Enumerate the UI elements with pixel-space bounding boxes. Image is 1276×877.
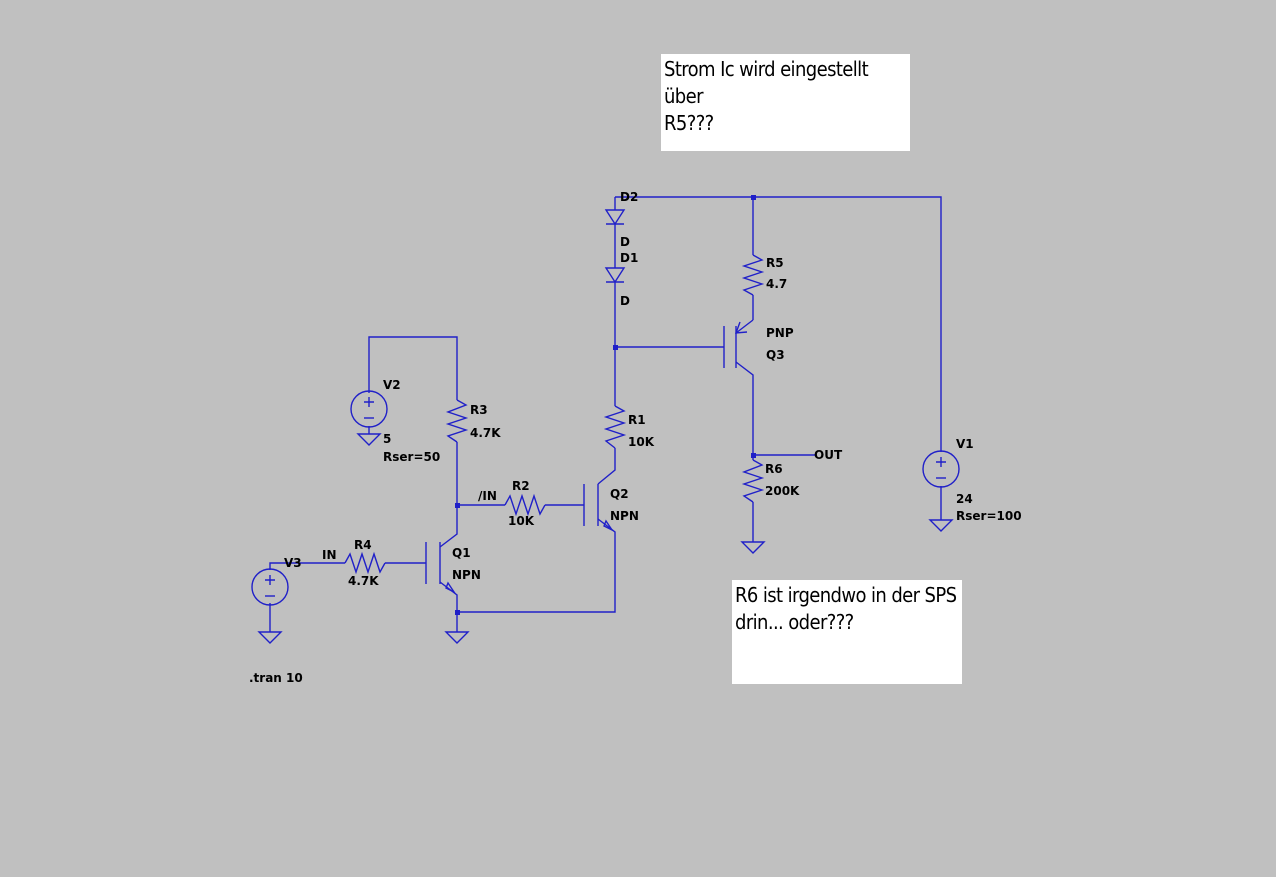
r4-value-label: 4.7K: [348, 574, 379, 588]
ground-r6-icon: [740, 541, 766, 554]
diode-d1-symbol[interactable]: [604, 267, 626, 284]
v2-name-label: V2: [383, 378, 401, 392]
resistor-r6-symbol[interactable]: [741, 459, 765, 503]
q3-name-label: Q3: [766, 348, 785, 362]
v2-value-label: 5: [383, 432, 391, 446]
d2-value-label: D: [620, 235, 630, 249]
ground-q1-icon: [444, 631, 470, 644]
voltage-source-v3-symbol[interactable]: [251, 568, 289, 606]
diode-d2-symbol[interactable]: [604, 209, 626, 226]
ground-v1-icon: [928, 519, 954, 532]
r3-value-label: 4.7K: [470, 426, 501, 440]
q2-model-label: NPN: [610, 509, 639, 523]
r1-name-label: R1: [628, 413, 646, 427]
q1-name-label: Q1: [452, 546, 471, 560]
voltage-source-v2-symbol[interactable]: [350, 390, 388, 428]
note-top-line-2: R5???: [664, 111, 714, 135]
v3-name-label: V3: [284, 556, 302, 570]
transistor-q3-symbol[interactable]: [723, 321, 748, 368]
v1-rser-label: Rser=100: [956, 509, 1022, 523]
tran-directive: .tran 10: [249, 671, 303, 685]
d1-value-label: D: [620, 294, 630, 308]
resistor-r3-symbol[interactable]: [445, 399, 469, 443]
q2-name-label: Q2: [610, 487, 629, 501]
resistor-r2-symbol[interactable]: [504, 493, 546, 517]
r3-name-label: R3: [470, 403, 488, 417]
v1-name-label: V1: [956, 437, 974, 451]
r6-value-label: 200K: [765, 484, 800, 498]
r2-value-label: 10K: [508, 514, 535, 528]
nin-net-label: /IN: [478, 489, 497, 503]
resistor-r5-symbol[interactable]: [741, 254, 765, 296]
q1-model-label: NPN: [452, 568, 481, 582]
note-top-line-1: Strom Ic wird eingestellt über: [664, 57, 874, 108]
comment-note-top[interactable]: Strom Ic wird eingestellt über R5???: [661, 54, 910, 151]
component-labels: D2 D D1 D R5 4.7 PNP Q3 R1 10K OUT R6 20…: [249, 190, 1022, 685]
d1-name-label: D1: [620, 251, 638, 265]
out-net-label: OUT: [814, 448, 843, 462]
transistor-q1-symbol[interactable]: [425, 542, 457, 594]
d2-name-label: D2: [620, 190, 638, 204]
r2-name-label: R2: [512, 479, 530, 493]
comment-note-bottom[interactable]: R6 ist irgendwo in der SPS drin... oder?…: [732, 580, 962, 684]
voltage-source-v1-symbol[interactable]: [922, 450, 960, 488]
note-bottom-line-2: drin... oder???: [735, 610, 854, 634]
ground-v2-icon: [356, 433, 382, 446]
note-bottom-line-1: R6 ist irgendwo in der SPS: [735, 583, 957, 607]
q3-model-label: PNP: [766, 326, 794, 340]
r5-value-label: 4.7: [766, 277, 787, 291]
v1-value-label: 24: [956, 492, 973, 506]
resistor-r4-symbol[interactable]: [344, 551, 386, 575]
junction-dots: [455, 195, 756, 615]
ground-v3-icon: [257, 631, 283, 644]
in-net-label: IN: [322, 548, 337, 562]
transistor-q2-symbol[interactable]: [583, 484, 615, 532]
r4-name-label: R4: [354, 538, 372, 552]
r1-value-label: 10K: [628, 435, 655, 449]
r6-name-label: R6: [765, 462, 783, 476]
v2-rser-label: Rser=50: [383, 450, 440, 464]
r5-name-label: R5: [766, 256, 784, 270]
wires: [269, 196, 942, 632]
resistor-r1-symbol[interactable]: [603, 405, 627, 449]
